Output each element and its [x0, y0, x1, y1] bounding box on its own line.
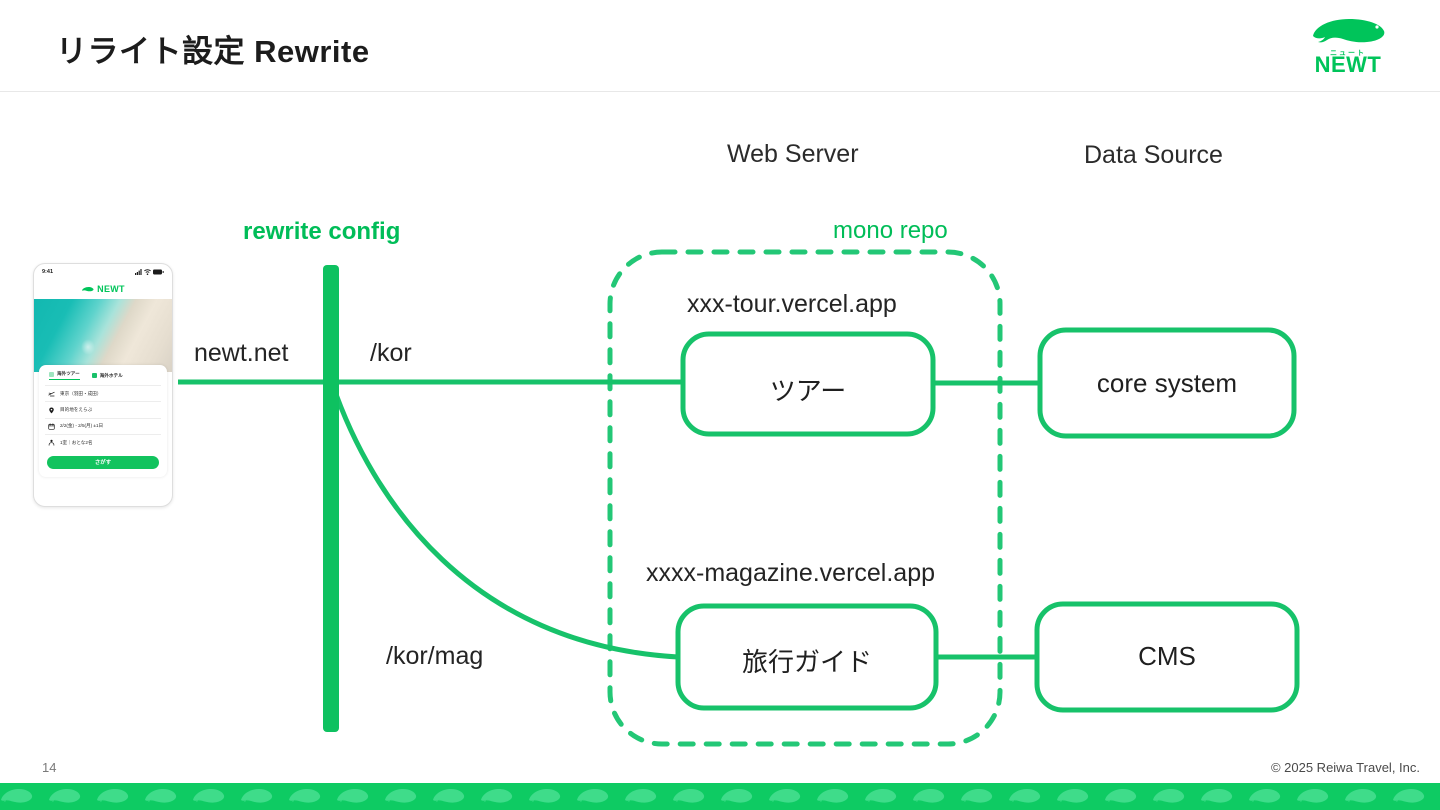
phone-app-name: NEWT [97, 284, 125, 294]
phone-search-button[interactable]: さがす [47, 455, 159, 469]
phone-field-dates[interactable]: 2/2(金) - 2/5(月) ±1日 [45, 417, 161, 434]
phone-field-value: 1室｜おとな2名 [60, 439, 93, 445]
column-header-data-source: Data Source [1084, 141, 1223, 169]
label-magazine-host: xxxx-magazine.vercel.app [646, 559, 936, 587]
phone-mockup: 9:41 [33, 263, 173, 507]
phone-tab-overseas-hotel[interactable]: 海外ホテル [91, 371, 123, 380]
battery-icon [153, 269, 164, 274]
page-number: 14 [42, 760, 57, 775]
pin-icon [49, 407, 54, 414]
rewrite-config-bar [323, 265, 339, 732]
mono-repo-boundary [607, 249, 1003, 747]
logo-wordmark: NEWT [1314, 52, 1382, 77]
newt-logo-icon-small [82, 286, 94, 291]
phone-status-time: 9:41 [42, 268, 54, 275]
connector-rewrite-to-guide [329, 380, 681, 660]
person-icon [48, 440, 55, 446]
phone-app-bar: NEWT [34, 279, 172, 299]
footer-newt-pattern [1, 789, 1425, 803]
page-title: リライト設定 Rewrite [56, 34, 370, 69]
node-guide-label: 旅行ガイド [741, 647, 872, 677]
rewrite-config-label: rewrite config [243, 218, 401, 245]
hotel-tab-icon [91, 373, 97, 378]
phone-field-value: 東京（羽田・成田） [60, 390, 102, 396]
slide-header: リライト設定 Rewrite ニュート NEWT [0, 0, 1440, 92]
label-path-tour: /kor [370, 339, 412, 367]
phone-tabs: 海外ツアー 海外ホテル [45, 371, 161, 385]
newt-logo: ニュート NEWT [1300, 12, 1396, 80]
phone-status-bar: 9:41 [34, 264, 172, 279]
footer-decorative-bar [0, 783, 1440, 810]
signal-icon [135, 268, 142, 275]
column-header-web-server: Web Server [727, 140, 859, 168]
newt-logo-icon [1313, 19, 1385, 43]
phone-field-destination[interactable]: 目的地をえらぶ [45, 401, 161, 417]
copyright-text: © 2025 Reiwa Travel, Inc. [1270, 760, 1420, 775]
wifi-icon [144, 268, 151, 275]
label-domain: newt.net [194, 339, 289, 367]
logo-kana: ニュート [1330, 50, 1366, 57]
label-path-magazine: /kor/mag [386, 642, 484, 670]
phone-field-value: 目的地をえらぶ [60, 407, 93, 413]
phone-field-departure[interactable]: 東京（羽田・成田） [45, 385, 161, 401]
phone-field-value: 2/2(金) - 2/5(月) ±1日 [60, 423, 104, 429]
label-tour-host: xxx-tour.vercel.app [687, 290, 897, 318]
phone-tab-label: 海外ツアー [57, 371, 80, 376]
phone-field-guests[interactable]: 1室｜おとな2名 [45, 434, 161, 450]
mono-repo-label: mono repo [833, 217, 948, 244]
node-cms-label: CMS [1138, 641, 1196, 671]
phone-tab-label: 海外ホテル [99, 372, 123, 378]
phone-hero-image [34, 299, 172, 372]
tour-tab-icon [49, 371, 54, 377]
phone-status-icons [135, 268, 164, 275]
node-tour-label: ツアー [769, 376, 847, 406]
node-core-system-label: core system [1096, 368, 1238, 398]
phone-tab-overseas-tour[interactable]: 海外ツアー [49, 371, 80, 380]
phone-search-card: 海外ツアー 海外ホテル 東京（羽田・成田） 目的地をえらぶ [39, 365, 167, 477]
calendar-icon [48, 423, 55, 430]
plane-icon [48, 392, 55, 397]
